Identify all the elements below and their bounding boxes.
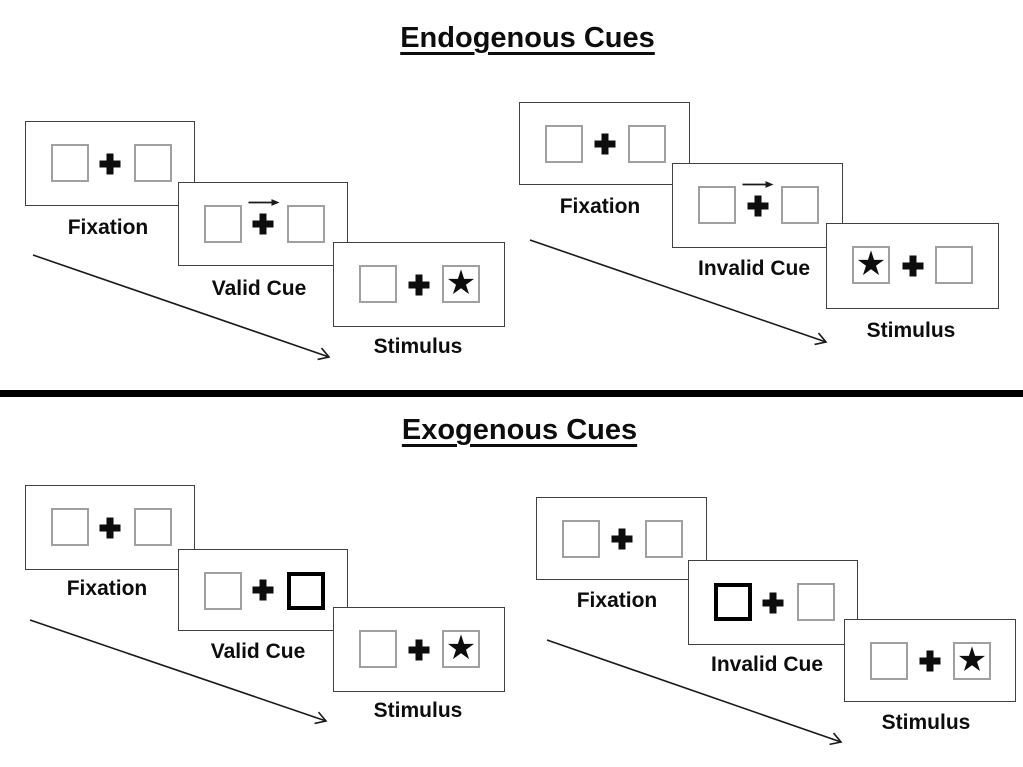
star-icon: ★ (956, 639, 988, 680)
step-label-invalid-cue: Invalid Cue (697, 257, 811, 280)
endogenous-invalid-cue-panel (672, 163, 843, 248)
step-label-stimulus: Stimulus (866, 319, 956, 342)
right-placeholder-box (134, 144, 172, 182)
right-placeholder-box (134, 508, 172, 546)
left-placeholder-box (359, 630, 397, 668)
fixation-cross-icon (408, 639, 430, 660)
plus-icon (762, 592, 784, 613)
left-placeholder-box (51, 144, 89, 182)
fixation-cross-icon (611, 528, 632, 549)
section-divider (0, 390, 1023, 397)
left-placeholder-box (545, 125, 583, 163)
section-title-endogenous: Endogenous Cues (400, 22, 655, 54)
right-placeholder-box (645, 520, 683, 558)
plus-icon (919, 650, 941, 671)
step-label-fixation: Fixation (67, 216, 149, 239)
plus-icon (747, 195, 768, 216)
endogenous-valid-cue-panel (178, 182, 348, 266)
sequence-arrow (546, 639, 843, 746)
left-placeholder-box (204, 205, 242, 243)
plus-icon (252, 213, 274, 235)
left-target-box: ★ (852, 246, 890, 284)
plus-icon (99, 517, 121, 538)
fixation-cross-icon (762, 592, 784, 613)
star-icon: ★ (445, 627, 477, 668)
exogenous-invalid-cue-panel (688, 560, 858, 645)
right-placeholder-box (628, 125, 666, 163)
fixation-cross-icon (919, 650, 941, 671)
right-target-box: ★ (442, 630, 480, 668)
plus-icon (594, 133, 615, 154)
cue-arrow-icon (742, 180, 774, 188)
right-highlighted-cue-box (287, 572, 325, 610)
right-placeholder-box (935, 246, 973, 284)
left-placeholder-box (204, 572, 242, 610)
right-placeholder-box (287, 205, 325, 243)
plus-icon (408, 639, 430, 660)
section-title-exogenous: Exogenous Cues (401, 414, 638, 446)
fixation-cross-icon (742, 180, 774, 216)
step-label-fixation: Fixation (559, 195, 641, 218)
endogenous-invalid-stimulus-panel: ★ (826, 223, 999, 309)
left-placeholder-box (359, 265, 397, 303)
step-label-stimulus: Stimulus (373, 335, 463, 358)
exogenous-invalid-fixation-panel (536, 497, 707, 580)
step-label-valid-cue: Valid Cue (211, 277, 307, 300)
left-placeholder-box (698, 186, 736, 224)
exogenous-valid-stimulus-panel: ★ (333, 607, 505, 692)
right-placeholder-box (781, 186, 819, 224)
fixation-cross-icon (408, 274, 430, 295)
step-label-fixation: Fixation (66, 577, 148, 600)
step-label-stimulus: Stimulus (373, 699, 463, 722)
right-placeholder-box (797, 583, 835, 621)
endogenous-valid-stimulus-panel: ★ (333, 242, 505, 327)
step-label-fixation: Fixation (576, 589, 658, 612)
endogenous-invalid-fixation-panel (519, 102, 690, 185)
step-label-stimulus: Stimulus (881, 711, 971, 734)
plus-icon (611, 528, 632, 549)
right-target-box: ★ (953, 642, 991, 680)
left-highlighted-cue-box (714, 583, 752, 621)
step-label-invalid-cue: Invalid Cue (710, 653, 824, 676)
left-placeholder-box (870, 642, 908, 680)
sequence-arrow (529, 239, 828, 346)
right-target-box: ★ (442, 265, 480, 303)
step-label-valid-cue: Valid Cue (210, 640, 306, 663)
sequence-arrow (29, 619, 328, 725)
left-placeholder-box (51, 508, 89, 546)
star-icon: ★ (855, 243, 887, 284)
star-icon: ★ (445, 262, 477, 303)
fixation-cross-icon (594, 133, 615, 154)
fixation-cross-icon (252, 579, 274, 601)
fixation-cross-icon (99, 517, 121, 538)
plus-icon (99, 153, 121, 174)
exogenous-invalid-stimulus-panel: ★ (844, 619, 1016, 702)
plus-icon (408, 274, 430, 295)
exogenous-valid-fixation-panel (25, 485, 195, 570)
fixation-cross-icon (902, 255, 923, 277)
fixation-cross-icon (248, 199, 279, 235)
exogenous-valid-cue-panel (178, 549, 348, 631)
endogenous-valid-fixation-panel (25, 121, 195, 206)
cue-arrow-icon (248, 199, 279, 206)
plus-icon (252, 579, 274, 601)
plus-icon (902, 255, 923, 277)
left-placeholder-box (562, 520, 600, 558)
sequence-arrow (32, 254, 331, 361)
fixation-cross-icon (99, 153, 121, 174)
